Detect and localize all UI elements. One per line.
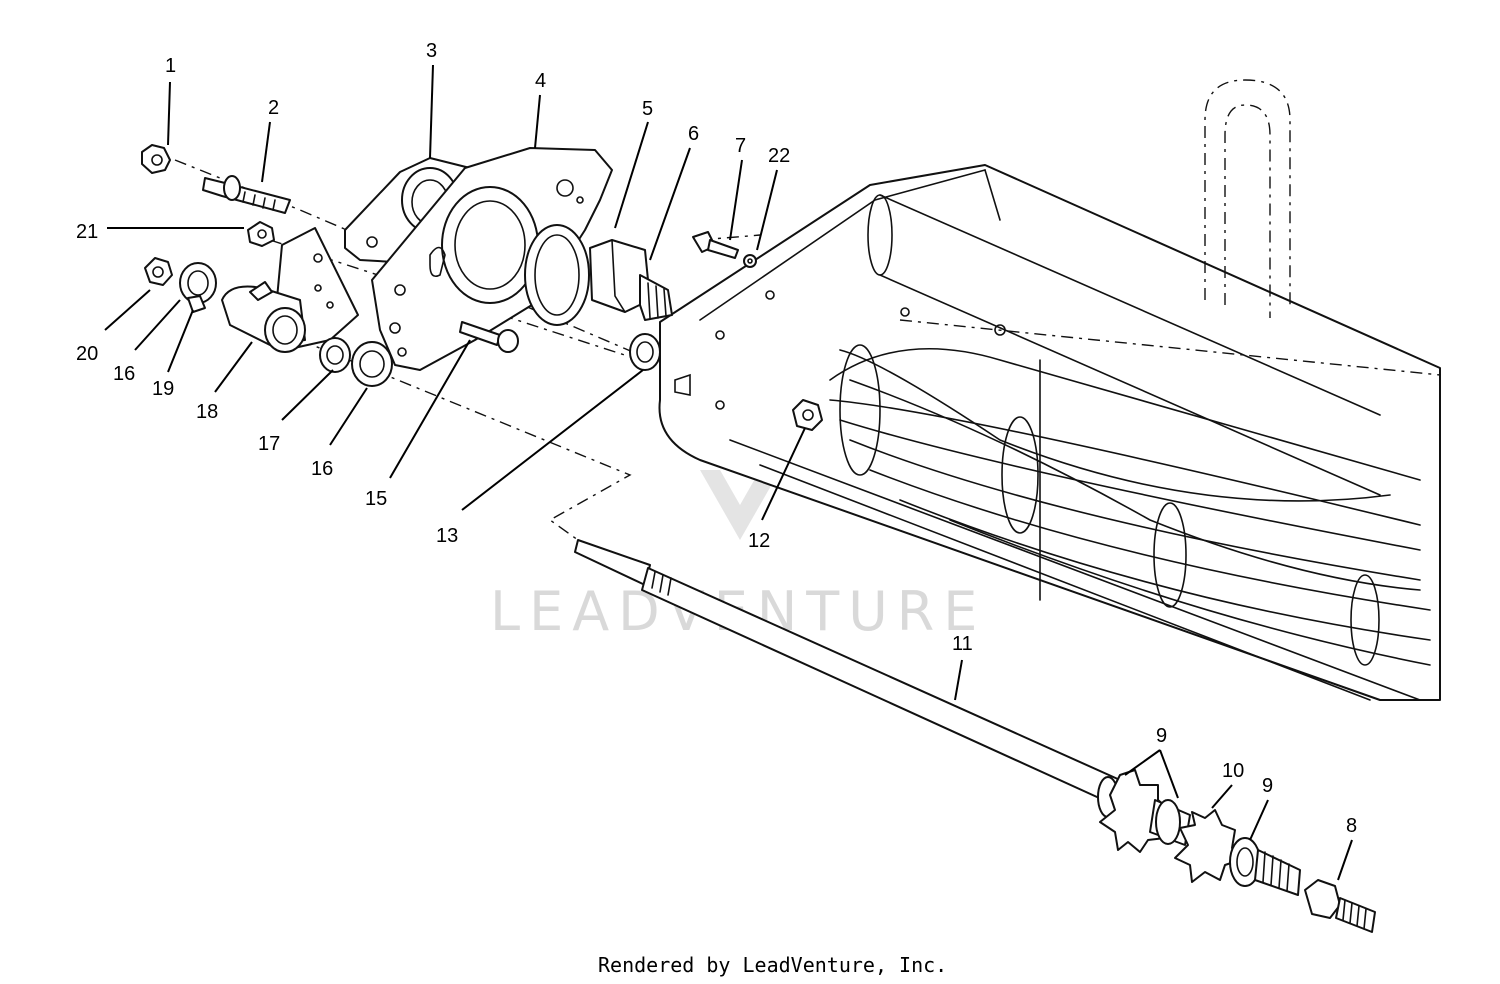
- part-19-clip: [187, 295, 206, 313]
- callout-3: 3: [426, 40, 437, 62]
- part-7-screw: [692, 231, 739, 259]
- part-13-washer: [629, 333, 661, 371]
- callout-labels: 1 2 3 4 5 6 7 22 21 20 16 19 18 17 16 15…: [76, 40, 1357, 837]
- callout-16-right: 16: [311, 458, 333, 480]
- part-18-bracket: [221, 227, 359, 353]
- callout-22: 22: [768, 145, 790, 167]
- footer-credit: Rendered by LeadVenture, Inc.: [598, 953, 947, 977]
- part-6-adapter: [589, 239, 673, 321]
- part-17-bushing: [319, 337, 351, 373]
- part-15-screw: [459, 321, 519, 353]
- handle-bar: [899, 79, 1441, 376]
- part-1-nut: [141, 144, 171, 174]
- callout-17: 17: [258, 433, 280, 455]
- callout-1: 1: [165, 55, 176, 77]
- callout-9-right: 9: [1262, 775, 1273, 797]
- part-2-stud: [202, 175, 291, 214]
- part-10-sprocket: [1174, 809, 1241, 883]
- part-8-nut: [1304, 879, 1376, 933]
- callout-5: 5: [642, 98, 653, 120]
- callout-21: 21: [76, 221, 98, 243]
- callout-8: 8: [1346, 815, 1357, 837]
- callout-19: 19: [152, 378, 174, 400]
- part-22-washer: [743, 254, 757, 268]
- shaft-threaded-end: [1254, 849, 1301, 896]
- callout-13: 13: [436, 525, 458, 547]
- callout-20: 20: [76, 343, 98, 365]
- callout-18: 18: [196, 401, 218, 423]
- callout-7: 7: [735, 135, 746, 157]
- callout-6: 6: [688, 123, 699, 145]
- leader-lines: [104, 64, 1353, 881]
- part-4-plate: [371, 147, 613, 371]
- reel-frame: [658, 164, 1441, 701]
- callout-9-top: 9: [1156, 725, 1167, 747]
- callout-15: 15: [365, 488, 387, 510]
- callout-16-left: 16: [113, 363, 135, 385]
- part-16-bearing-right: [351, 341, 393, 387]
- callout-11: 11: [952, 633, 973, 655]
- callout-4: 4: [535, 70, 546, 92]
- part-20-nut: [144, 257, 173, 286]
- reel-assembly: [829, 344, 1431, 666]
- callout-2: 2: [268, 97, 279, 119]
- callout-12: 12: [748, 530, 770, 552]
- callout-10: 10: [1222, 760, 1244, 782]
- part-5-seal: [524, 224, 590, 326]
- part-12-nut: [792, 399, 823, 431]
- part-21-nut: [247, 221, 275, 247]
- part-9-collar-b: [1149, 799, 1191, 846]
